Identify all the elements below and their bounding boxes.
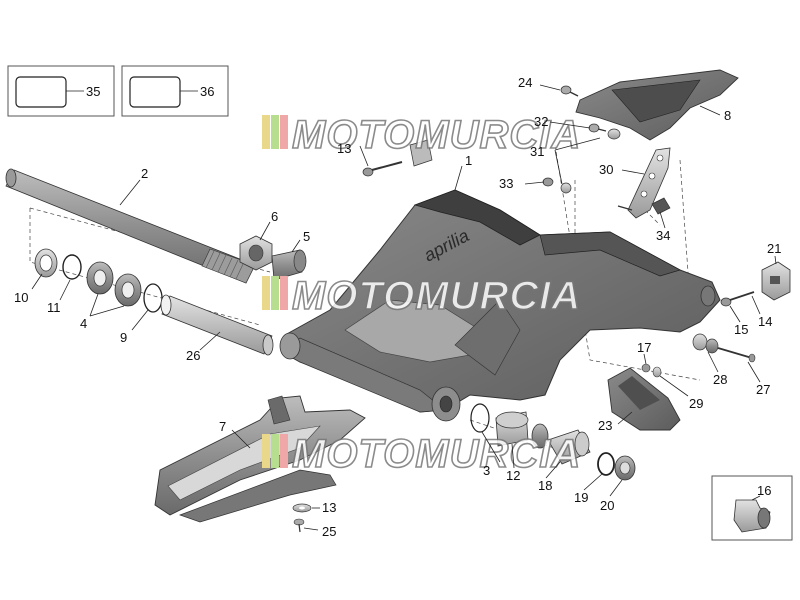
callout-19: 19 xyxy=(574,490,588,505)
callout-27: 27 xyxy=(756,382,770,397)
callout-4: 4 xyxy=(80,316,87,331)
callout-numbers: 1 2 3 4 5 6 7 8 9 10 11 12 13 13 14 15 1… xyxy=(14,75,781,539)
pivot-o-ring-part xyxy=(470,403,490,433)
callout-17: 17 xyxy=(637,340,651,355)
callout-12: 12 xyxy=(506,468,520,483)
bolt-27-part xyxy=(717,347,756,363)
watermark-text: MOTOMURCIA xyxy=(292,274,581,318)
callout-35: 35 xyxy=(86,84,100,99)
callout-30: 30 xyxy=(599,162,613,177)
callout-7: 7 xyxy=(219,419,226,434)
callout-13-upper: 13 xyxy=(337,141,351,156)
kit-box-35 xyxy=(7,65,115,117)
nut-washer-33-31 xyxy=(542,177,572,194)
callout-15: 15 xyxy=(734,322,748,337)
callout-5: 5 xyxy=(303,229,310,244)
spacer-tube-part xyxy=(160,294,274,356)
callout-14: 14 xyxy=(758,314,772,329)
threaded-bushing-part xyxy=(271,249,307,281)
swingarm-axle-part xyxy=(5,168,256,284)
cap-34-part xyxy=(651,197,671,215)
callout-33: 33 xyxy=(499,176,513,191)
callout-3: 3 xyxy=(483,463,490,478)
watermark-middle: MOTOMURCIA xyxy=(262,273,581,319)
watermark-text: MOTOMURCIA xyxy=(292,113,581,157)
callout-25: 25 xyxy=(322,524,336,539)
bracket-30-part xyxy=(617,147,671,219)
callout-11: 11 xyxy=(47,300,61,315)
chain-cover-part xyxy=(575,69,739,141)
spacer-28-part xyxy=(692,333,719,354)
pivot-bushing-12-part xyxy=(495,411,549,449)
watermark-text: MOTOMURCIA xyxy=(292,432,581,476)
callout-29: 29 xyxy=(689,396,703,411)
callout-10: 10 xyxy=(14,290,28,305)
watermark-top: MOTOMURCIA xyxy=(262,112,581,158)
callout-36: 36 xyxy=(200,84,214,99)
callout-26: 26 xyxy=(186,348,200,363)
callout-18: 18 xyxy=(538,478,552,493)
callout-9: 9 xyxy=(120,330,127,345)
callout-24: 24 xyxy=(518,75,532,90)
callout-28: 28 xyxy=(713,372,727,387)
circlip-part xyxy=(62,254,82,280)
kit-box-36 xyxy=(121,65,229,117)
callout-32: 32 xyxy=(534,114,548,129)
callout-21: 21 xyxy=(767,241,781,256)
callout-13: 13 xyxy=(322,500,336,515)
leader-lines xyxy=(31,84,777,531)
callout-34: 34 xyxy=(656,228,670,243)
screw-15-upper xyxy=(362,139,433,177)
callout-16: 16 xyxy=(757,483,771,498)
guard-23-part xyxy=(607,367,681,431)
seal-20-part xyxy=(614,455,636,481)
callout-8: 8 xyxy=(724,108,731,123)
callout-20: 20 xyxy=(600,498,614,513)
callout-23: 23 xyxy=(598,418,612,433)
screw-14-15-part xyxy=(720,291,755,307)
washer-screw-13-25 xyxy=(292,503,312,533)
callout-2: 2 xyxy=(141,166,148,181)
swingarm-body-part: aprilia xyxy=(279,189,721,422)
callout-6: 6 xyxy=(271,209,278,224)
o-ring-part xyxy=(143,283,163,313)
callout-31: 31 xyxy=(530,144,544,159)
seal-ring-part xyxy=(34,248,58,278)
adjuster-block-21-part xyxy=(761,261,791,301)
watermark-bottom: MOTOMURCIA xyxy=(262,431,581,477)
bearing-parts xyxy=(86,261,142,307)
kit-box-16 xyxy=(711,475,793,541)
callout-1: 1 xyxy=(465,153,472,168)
nut-17-29-part xyxy=(641,363,662,378)
ring-19-part xyxy=(597,452,615,476)
bush-18-part xyxy=(547,429,591,465)
axle-nut-part xyxy=(239,235,273,271)
